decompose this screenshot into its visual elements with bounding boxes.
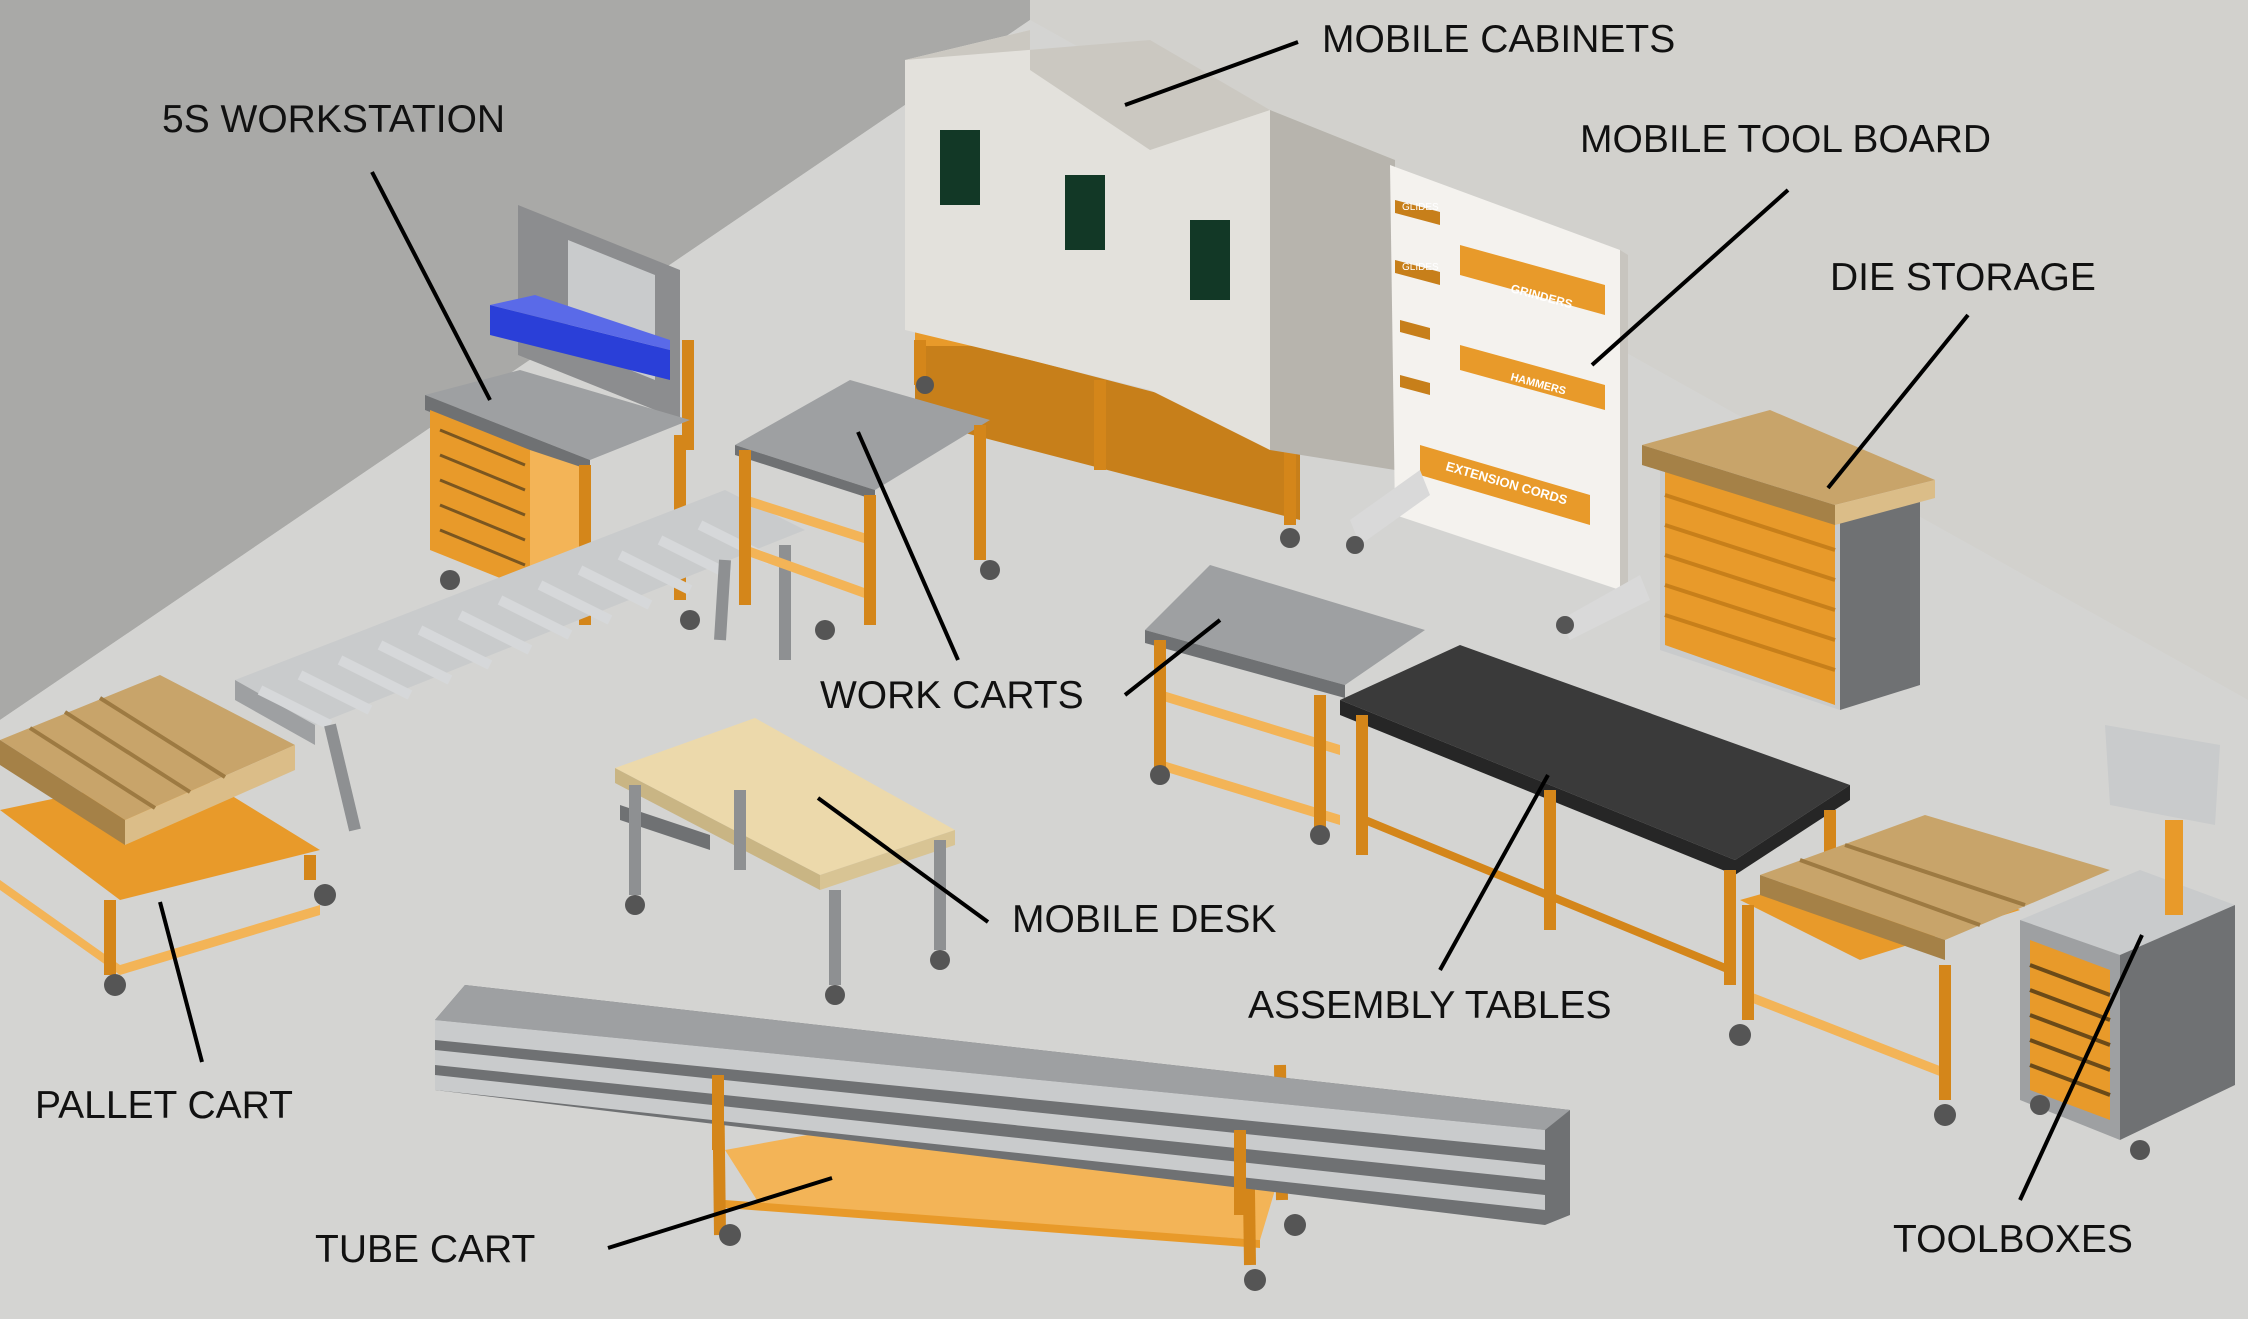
die-storage bbox=[1642, 410, 1935, 710]
pallet-cart-right bbox=[1729, 815, 2110, 1126]
tube-cart bbox=[435, 985, 1570, 1291]
leader-pallet-cart bbox=[158, 901, 204, 1063]
leader-mobile-cabinets bbox=[1124, 40, 1299, 107]
work-cart-back bbox=[735, 380, 1000, 640]
label-die-storage: DIE STORAGE bbox=[1830, 256, 2096, 299]
toolbox-cabinet bbox=[2020, 725, 2235, 1160]
left-wall bbox=[0, 0, 1030, 720]
label-work-carts: WORK CARTS bbox=[820, 674, 1084, 717]
leader-die-storage bbox=[1826, 313, 1970, 490]
label-mobile-cabinets: MOBILE CABINETS bbox=[1322, 18, 1675, 61]
leader-lines bbox=[158, 40, 2144, 1250]
sign-glides-2: GLIDES bbox=[1402, 262, 1439, 273]
leader-work-carts-front bbox=[1123, 618, 1222, 697]
roller-conveyor bbox=[235, 490, 805, 832]
label-pallet-cart: PALLET CART bbox=[35, 1084, 293, 1127]
label-mobile-desk: MOBILE DESK bbox=[1012, 898, 1276, 941]
leader-mobile-tool-board bbox=[1590, 188, 1790, 367]
leader-assembly-tables bbox=[1438, 774, 1550, 971]
label-assembly-tables: ASSEMBLY TABLES bbox=[1248, 984, 1611, 1027]
leader-work-carts-back bbox=[856, 431, 960, 661]
leader-mobile-desk bbox=[816, 796, 990, 924]
leader-5s-workstation bbox=[370, 171, 492, 401]
mobile-tool-board: GLIDES GLIDES GRINDERS HAMMERS EXTENSION… bbox=[1346, 165, 1650, 640]
mobile-cabinets bbox=[905, 30, 1395, 548]
assembly-table bbox=[1340, 645, 1850, 985]
pallet-cart-left bbox=[0, 675, 336, 996]
label-5s-workstation: 5S WORKSTATION bbox=[162, 98, 505, 141]
label-toolboxes: TOOLBOXES bbox=[1893, 1218, 2133, 1261]
label-tube-cart: TUBE CART bbox=[315, 1228, 535, 1271]
label-mobile-tool-board: MOBILE TOOL BOARD bbox=[1580, 118, 1991, 161]
5s-workstation bbox=[425, 205, 700, 630]
sign-glides-1: GLIDES bbox=[1402, 202, 1439, 213]
leader-tube-cart bbox=[607, 1176, 833, 1250]
leader-toolboxes bbox=[2018, 934, 2144, 1201]
callout-labels: MOBILE CABINETS 5S WORKSTATION MOBILE TO… bbox=[35, 18, 2133, 1271]
work-cart-front bbox=[1145, 565, 1425, 845]
